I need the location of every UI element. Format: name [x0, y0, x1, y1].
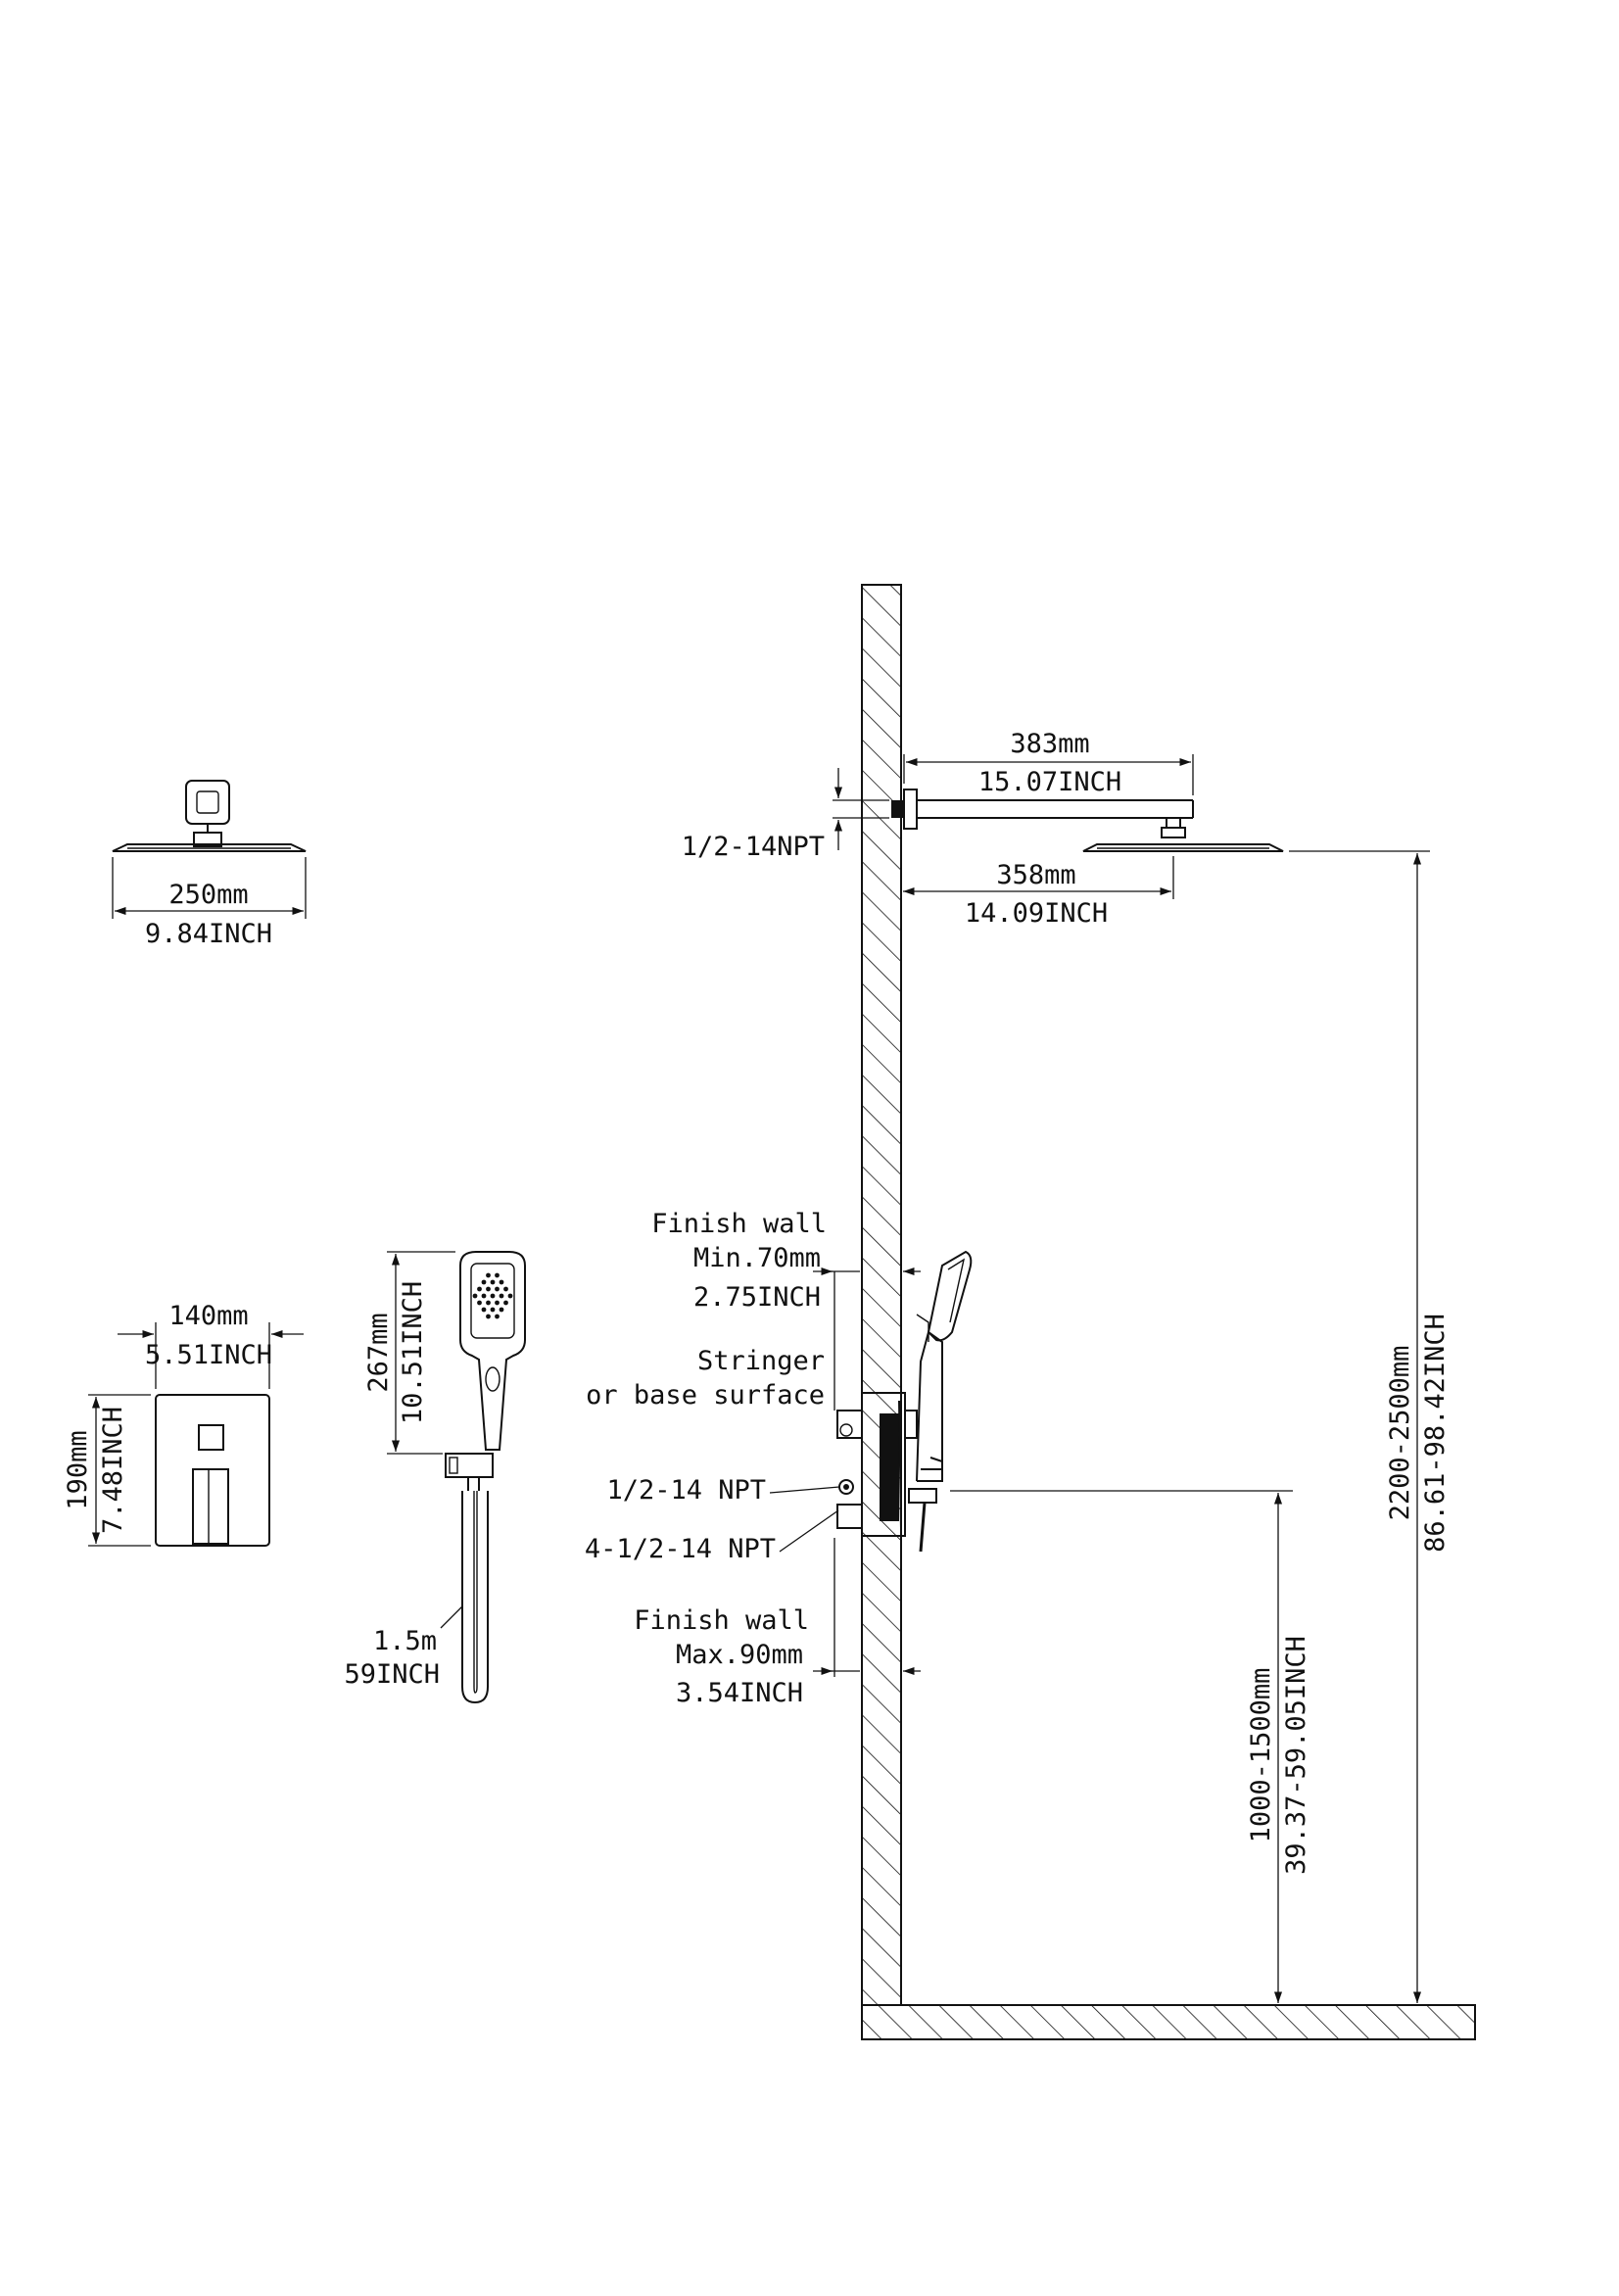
trim-width-inch: 5.51INCH	[145, 1340, 272, 1370]
finish-wall-min-mm: Min.70mm	[693, 1243, 821, 1273]
nozzle-dot	[499, 1307, 504, 1313]
shower-head-width-mm: 250mm	[168, 880, 248, 910]
head-height-mm: 2200-2500mm	[1385, 1346, 1415, 1521]
head-height-inch: 86.61-98.42INCH	[1420, 1314, 1451, 1553]
handheld-length-mm: 267mm	[363, 1313, 394, 1392]
head-offset-mm: 358mm	[996, 860, 1075, 890]
shower-arm-assembly	[891, 789, 1284, 852]
trim-plate-drawing	[155, 1394, 270, 1547]
nozzle-dot	[486, 1286, 491, 1292]
dim-arm-thread	[833, 768, 889, 850]
stringer-label-line2: or base surface	[586, 1380, 825, 1411]
dim-head-offset	[903, 856, 1174, 899]
dim-handheld-length	[387, 1251, 455, 1455]
trim-plate-view: 140mm 5.51INCH 190mm 7.48INCH	[63, 1301, 304, 1547]
dim-trim-width	[118, 1322, 304, 1389]
wall-section	[861, 584, 1476, 2040]
nozzle-dot	[495, 1272, 500, 1278]
valve-thread-leader	[769, 1486, 840, 1494]
nozzle-dot	[490, 1293, 496, 1299]
dim-trim-height	[88, 1394, 151, 1547]
hose-length-inch: 59INCH	[344, 1659, 440, 1690]
hose-length-m: 1.5m	[373, 1626, 437, 1656]
head-offset-inch: 14.09INCH	[965, 898, 1108, 929]
dim-valve-height	[950, 1490, 1293, 2003]
nozzle-dot	[490, 1279, 496, 1285]
nozzle-pattern	[472, 1272, 513, 1319]
stringer-label-line1: Stringer	[697, 1346, 825, 1376]
nozzle-dot	[486, 1300, 491, 1306]
dim-finish-wall-max	[813, 1538, 921, 1677]
finish-wall-hatch	[861, 584, 902, 2006]
valve-assembly	[836, 1250, 973, 1553]
dim-head-height	[1289, 850, 1430, 2003]
nozzle-dot	[481, 1293, 487, 1299]
finish-wall-max-title: Finish wall	[634, 1605, 809, 1636]
nozzle-dot	[503, 1286, 508, 1292]
nozzle-dot	[490, 1307, 496, 1313]
nozzle-dot	[481, 1307, 487, 1313]
nozzle-dot	[472, 1293, 478, 1299]
nozzle-dot	[503, 1300, 508, 1306]
dim-arm-length	[903, 754, 1194, 795]
arm-length-mm: 383mm	[1010, 729, 1089, 759]
valve-ports-label: 4-1/2-14 NPT	[585, 1534, 776, 1564]
valve-ports-leader	[779, 1509, 839, 1553]
nozzle-dot	[495, 1286, 500, 1292]
shower-head-drawing	[112, 780, 307, 852]
finish-wall-min-title: Finish wall	[651, 1209, 827, 1239]
trim-width-mm: 140mm	[168, 1301, 248, 1331]
nozzle-dot	[486, 1314, 491, 1319]
handheld-shower-drawing	[445, 1251, 526, 1704]
arm-length-inch: 15.07INCH	[978, 767, 1121, 797]
arm-thread-label: 1/2-14NPT	[682, 832, 825, 862]
floor-hatch	[861, 2004, 1476, 2040]
nozzle-dot	[477, 1300, 482, 1306]
trim-height-inch: 7.48INCH	[98, 1407, 128, 1534]
dim-finish-wall-min	[813, 1267, 921, 1411]
shower-head-width-inch: 9.84INCH	[145, 919, 272, 949]
nozzle-dot	[481, 1279, 487, 1285]
finish-wall-max-mm: Max.90mm	[676, 1640, 803, 1670]
nozzle-dot	[495, 1314, 500, 1319]
dim-shower-head-width	[112, 857, 307, 919]
nozzle-dot	[499, 1293, 504, 1299]
nozzle-dot	[499, 1279, 504, 1285]
valve-height-inch: 39.37-59.05INCH	[1281, 1636, 1311, 1875]
valve-height-mm: 1000-1500mm	[1246, 1668, 1276, 1843]
hose-leader	[440, 1605, 463, 1629]
valve-thread-label: 1/2-14 NPT	[606, 1475, 766, 1506]
finish-wall-max-inch: 3.54INCH	[676, 1678, 803, 1708]
nozzle-dot	[495, 1300, 500, 1306]
handheld-length-inch: 10.51INCH	[398, 1281, 428, 1424]
handheld-shower-view: 267mm 10.51INCH 1.5m 59INCH	[344, 1251, 526, 1704]
finish-wall-min-inch: 2.75INCH	[693, 1282, 821, 1313]
nozzle-dot	[477, 1286, 482, 1292]
shower-head-view: 250mm 9.84INCH	[112, 780, 307, 949]
trim-height-mm: 190mm	[63, 1430, 93, 1509]
nozzle-dot	[486, 1272, 491, 1278]
nozzle-dot	[507, 1293, 513, 1299]
